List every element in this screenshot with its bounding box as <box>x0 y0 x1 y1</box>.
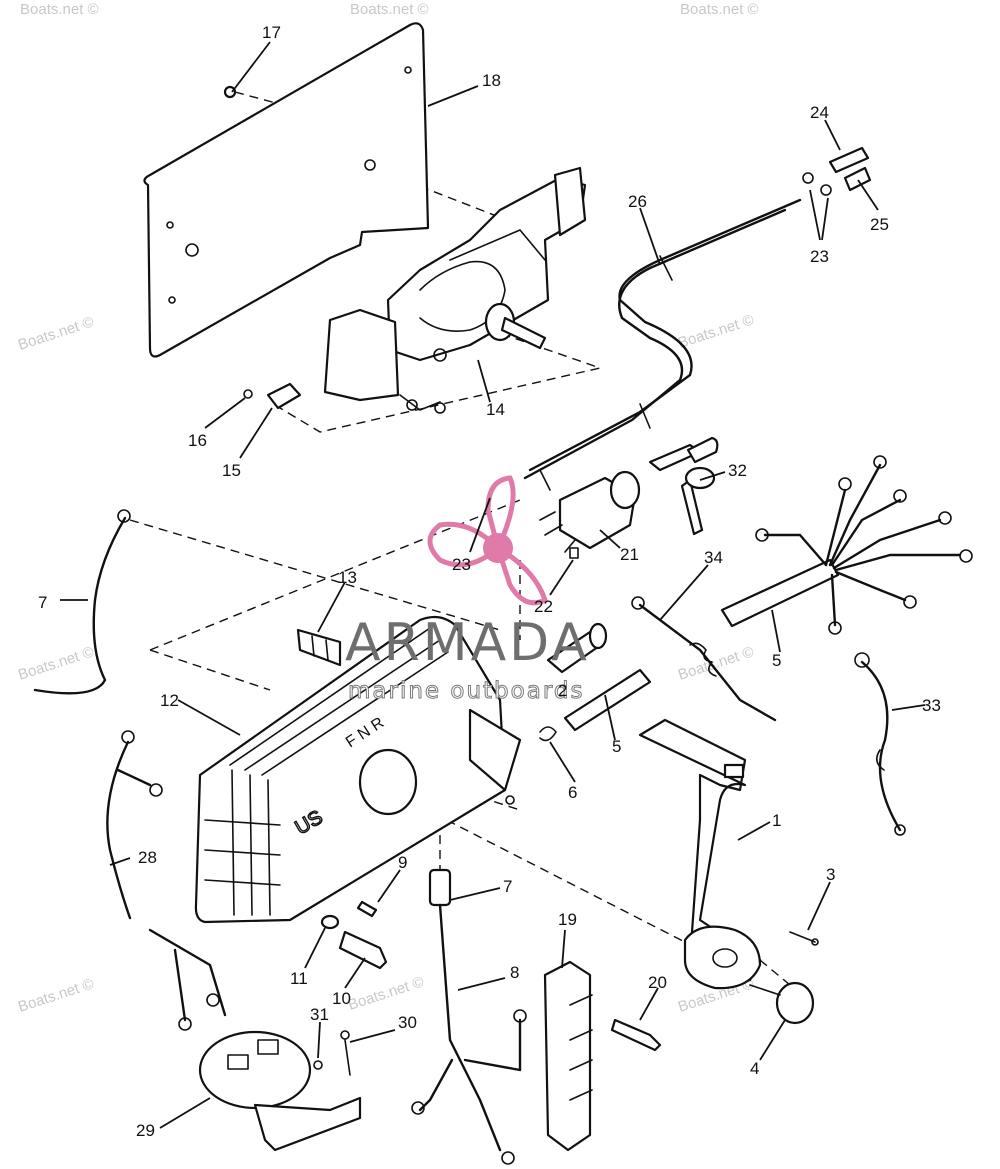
callout-13: 13 <box>338 568 357 587</box>
clip-13 <box>296 628 342 667</box>
watermark: Boats.net © <box>16 313 96 353</box>
callout-23: 23 <box>452 555 471 574</box>
watermark: Boats.net © <box>16 643 96 683</box>
callout-30: 30 <box>398 1013 417 1032</box>
mounting-plate <box>143 22 430 358</box>
knob-4 <box>749 981 815 1025</box>
callout-1: 1 <box>772 811 781 830</box>
cable-ends <box>802 146 872 196</box>
lead-wire-28 <box>106 730 227 1031</box>
watermark: Boats.net © <box>676 643 756 683</box>
brand-logo: ARMADA marine outboards <box>345 475 590 705</box>
wiring-harness <box>720 455 973 635</box>
brand-name: ARMADA <box>345 613 590 673</box>
spring-lead <box>631 596 777 722</box>
callout-17: 17 <box>262 23 281 42</box>
callout-11: 11 <box>290 969 308 988</box>
callout-33: 33 <box>922 696 941 715</box>
callout-18: 18 <box>482 71 501 90</box>
watermark: Boats.net © <box>20 1 99 18</box>
callout-3: 3 <box>826 865 835 884</box>
callout-7: 7 <box>38 593 47 612</box>
watermark: Boats.net © <box>676 311 756 351</box>
terminal-block <box>543 960 662 1152</box>
callout-6: 6 <box>568 783 577 802</box>
callout-26: 26 <box>628 192 647 211</box>
screw-17 <box>223 85 237 99</box>
watermark: Boats.net © <box>16 975 96 1015</box>
control-mechanism <box>323 166 587 414</box>
ignition-keys <box>648 436 719 536</box>
callout-numbers: 17 18 24 26 25 23 14 16 15 32 21 23 22 3… <box>38 23 941 1140</box>
callout-29: 29 <box>136 1121 155 1140</box>
callout-5: 5 <box>772 651 781 670</box>
callout-21: 21 <box>620 545 639 564</box>
callout-19: 19 <box>558 910 577 929</box>
callout-9: 9 <box>398 853 407 872</box>
callout-24: 24 <box>810 103 829 122</box>
lead-wire-33 <box>854 652 906 836</box>
callout-12: 12 <box>160 691 179 710</box>
callout-25: 25 <box>870 215 889 234</box>
fasteners <box>320 900 388 970</box>
control-cables <box>523 198 802 491</box>
connector-22 <box>569 547 579 559</box>
watermark: Boats.net © <box>680 1 759 18</box>
pin-3 <box>789 931 819 946</box>
propeller-logo <box>427 521 502 568</box>
clip-6 <box>539 726 557 742</box>
callout-14: 14 <box>486 400 505 419</box>
callout-20: 20 <box>648 973 667 992</box>
callout-31: 31 <box>310 1005 329 1024</box>
control-housing <box>194 615 522 924</box>
callout-5: 5 <box>612 737 621 756</box>
watermark: Boats.net © <box>346 973 426 1013</box>
callout-10: 10 <box>332 989 351 1008</box>
ground-wire-7 <box>33 509 131 695</box>
callout-7: 7 <box>503 877 512 896</box>
callout-32: 32 <box>728 461 747 480</box>
callout-2: 2 <box>558 681 567 700</box>
ignition-switch <box>539 470 641 553</box>
brand-tagline: marine outboards <box>348 678 584 704</box>
callout-34: 34 <box>704 548 723 567</box>
watermark: Boats.net © <box>350 1 429 18</box>
warning-horn <box>198 1030 362 1152</box>
tube-5 <box>563 668 652 732</box>
control-handle <box>638 718 762 990</box>
callout-8: 8 <box>510 963 519 982</box>
callout-4: 4 <box>750 1059 759 1078</box>
callout-22: 22 <box>534 597 553 616</box>
callout-leaders <box>60 41 926 1129</box>
switch-2 <box>546 622 608 674</box>
callout-15: 15 <box>222 461 241 480</box>
clip-and-screw <box>243 382 302 410</box>
callout-16: 16 <box>188 431 207 450</box>
stop-switch-harness <box>411 868 527 1165</box>
callout-28: 28 <box>138 848 157 867</box>
callout-23: 23 <box>810 247 829 266</box>
